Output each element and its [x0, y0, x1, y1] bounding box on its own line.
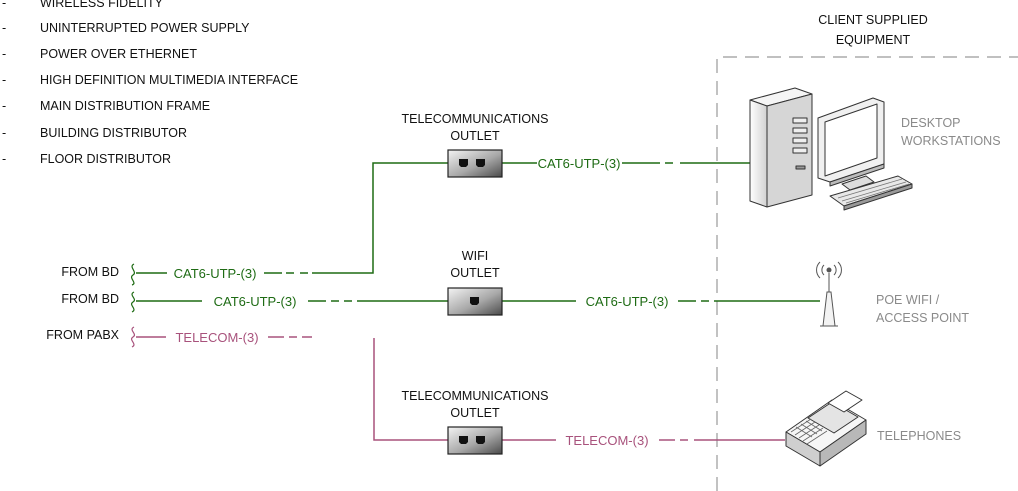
- legend-item: WIRELESS FIDELITY: [40, 0, 164, 10]
- data-socket-icon: [459, 436, 485, 444]
- device-phone-label: TELEPHONES: [877, 429, 961, 443]
- client-label-line2: EQUIPMENT: [836, 33, 911, 47]
- telephone-icon: [785, 390, 867, 467]
- device-ap-label-line1: POE WIFI /: [876, 293, 940, 307]
- cable-label-wifi-out: CAT6-UTP-(3): [586, 294, 669, 309]
- source-from-pabx: FROM PABX: [46, 328, 119, 342]
- legend-item: BUILDING DISTRIBUTOR: [40, 126, 187, 140]
- legend-item: HIGH DEFINITION MULTIMEDIA INTERFACE: [40, 73, 298, 87]
- outlet-wifi-label-line2: OUTLET: [450, 266, 500, 280]
- legend: - WIRELESS FIDELITY - UNINTERRUPTED POWE…: [2, 0, 298, 166]
- source-from-bd-1: FROM BD: [61, 265, 119, 279]
- cable-line: [373, 338, 448, 441]
- device-desktop-label-line2: WORKSTATIONS: [901, 134, 1001, 148]
- cable-line: [312, 162, 448, 274]
- telecommunications-outlet-top: [447, 149, 503, 178]
- source-from-bd-2: FROM BD: [61, 292, 119, 306]
- legend-item: UNINTERRUPTED POWER SUPPLY: [40, 21, 250, 35]
- legend-dash: -: [2, 0, 6, 10]
- client-label-line1: CLIENT SUPPLIED: [818, 13, 928, 27]
- boundary-line: [716, 56, 1018, 491]
- cable-label-phone-out: TELECOM-(3): [565, 433, 648, 448]
- legend-item: POWER OVER ETHERNET: [40, 47, 197, 61]
- legend-dash: -: [2, 47, 6, 61]
- legend-item: FLOOR DISTRIBUTOR: [40, 152, 171, 166]
- legend-dash: -: [2, 126, 6, 140]
- outlet-bottom-label-line2: OUTLET: [450, 406, 500, 420]
- outlet-wifi-label-line1: WIFI: [462, 249, 488, 263]
- break-symbol: [130, 263, 136, 286]
- outlet-top-label-line2: OUTLET: [450, 129, 500, 143]
- outlet-bottom-label-line1: TELECOMMUNICATIONS: [402, 389, 549, 403]
- cable-label-phone-in: TELECOM-(3): [175, 330, 258, 345]
- cable-label-desk-in: CAT6-UTP-(3): [174, 266, 257, 281]
- legend-dash: -: [2, 152, 6, 166]
- legend-dash: -: [2, 73, 6, 87]
- cable-run-phone: [136, 336, 785, 441]
- wifi-access-point-icon: [816, 261, 842, 327]
- break-symbol: [130, 291, 136, 313]
- client-boundary: CLIENT SUPPLIED EQUIPMENT: [716, 13, 1018, 491]
- device-desktop-label-line1: DESKTOP: [901, 116, 961, 130]
- outlet-top-label-line1: TELECOMMUNICATIONS: [402, 112, 549, 126]
- desktop-workstation-icon: [749, 87, 913, 211]
- wifi-outlet: [447, 287, 503, 316]
- break-symbol: [130, 326, 136, 348]
- cable-label-desk-out: CAT6-UTP-(3): [538, 156, 621, 171]
- legend-dash: -: [2, 99, 6, 113]
- device-ap-label-line2: ACCESS POINT: [876, 311, 969, 325]
- legend-dash: -: [2, 21, 6, 35]
- data-socket-icon: [470, 297, 479, 305]
- legend-item: MAIN DISTRIBUTION FRAME: [40, 99, 210, 113]
- data-socket-icon: [459, 159, 485, 167]
- cable-run-desktop: [136, 162, 750, 274]
- cable-label-wifi-in: CAT6-UTP-(3): [214, 294, 297, 309]
- telecommunications-outlet-bottom: [447, 426, 503, 455]
